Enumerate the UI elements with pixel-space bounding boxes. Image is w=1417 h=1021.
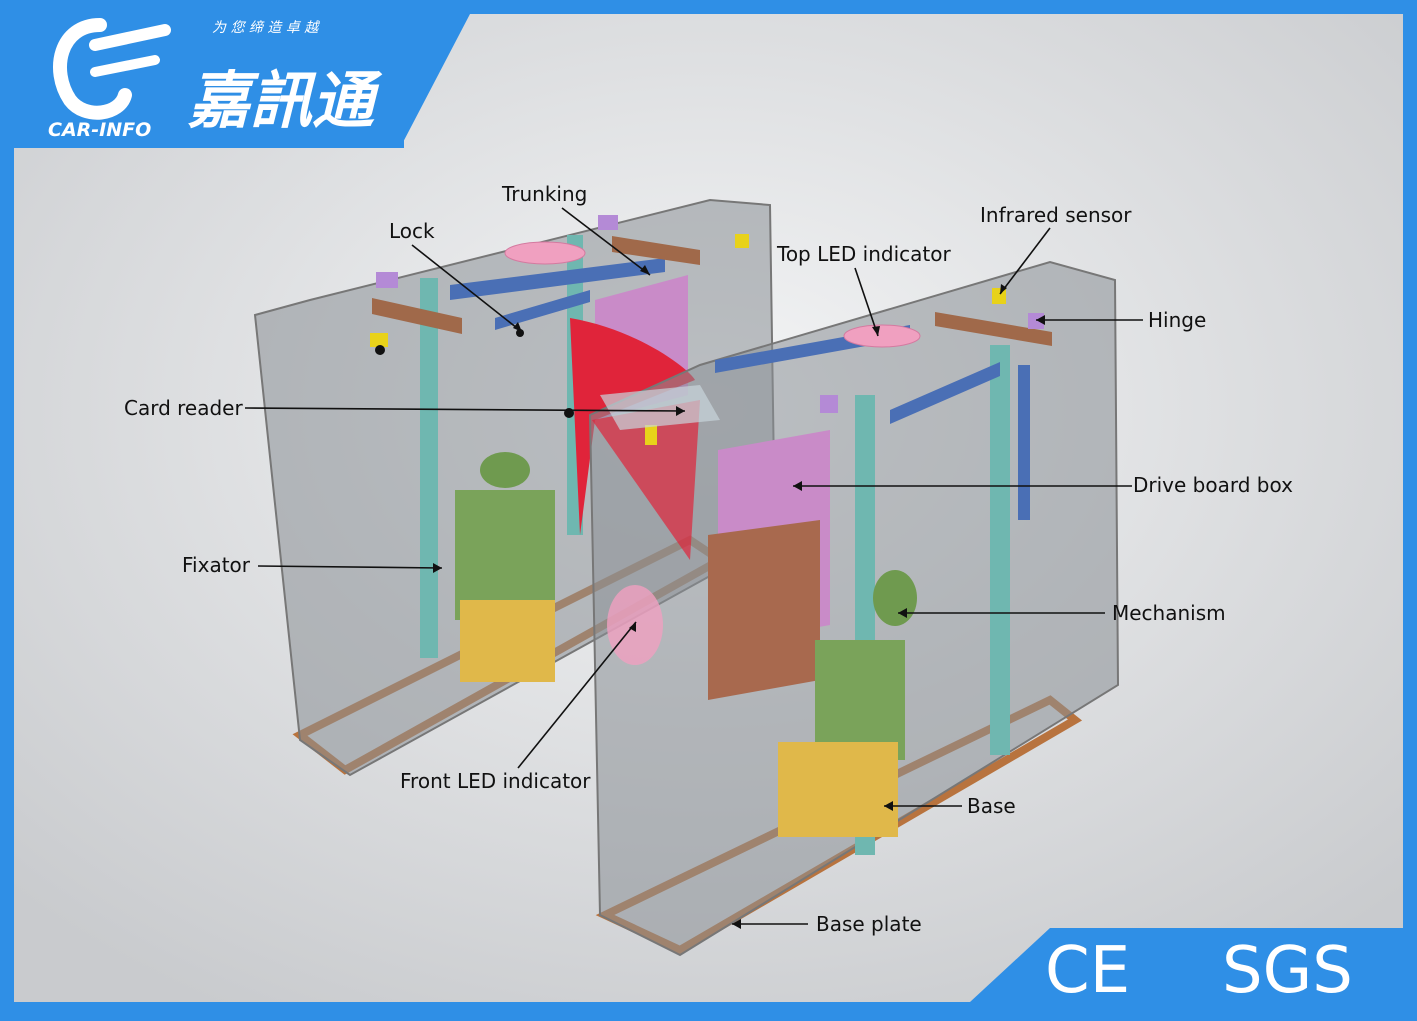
left-mechanism bbox=[455, 490, 555, 620]
label-base: Base bbox=[967, 794, 1016, 818]
left-brace-1 bbox=[372, 298, 462, 334]
callout-arrowheads bbox=[433, 265, 1045, 929]
left-brace-2 bbox=[612, 236, 700, 265]
left-hinge-part-2 bbox=[598, 215, 618, 230]
right-trunking bbox=[890, 362, 1000, 424]
right-trunking-2 bbox=[1018, 365, 1030, 520]
bottom-strip bbox=[0, 1002, 1417, 1017]
left-red-flap bbox=[570, 318, 695, 535]
right-mechanism bbox=[815, 640, 905, 760]
label-mechanism: Mechanism bbox=[1112, 601, 1226, 625]
label-hinge: Hinge bbox=[1148, 308, 1206, 332]
label-trunking: Trunking bbox=[501, 182, 587, 206]
right-motor bbox=[873, 570, 917, 626]
label-card-reader: Card reader bbox=[124, 396, 243, 420]
right-teal-post-2 bbox=[990, 345, 1010, 755]
logo-text: CAR-INFO bbox=[48, 119, 151, 141]
right-brown-board bbox=[708, 520, 820, 700]
left-hinge-part bbox=[376, 272, 398, 288]
left-cabinet bbox=[253, 198, 777, 777]
left-sensor-2 bbox=[735, 234, 749, 248]
certification-band bbox=[970, 928, 1403, 1002]
label-top-led-indicator: Top LED indicator bbox=[776, 242, 951, 266]
label-drive-board-box: Drive board box bbox=[1133, 473, 1293, 497]
right-hinge-part bbox=[1028, 313, 1044, 329]
right-top-led bbox=[843, 324, 921, 348]
card-reader-plate bbox=[600, 385, 720, 430]
right-glass-body bbox=[588, 260, 1120, 957]
label-front-led-indicator: Front LED indicator bbox=[400, 769, 591, 793]
brand-slogan: 为 您 缔 造 卓 越 bbox=[212, 20, 320, 36]
brand-logo-icon bbox=[53, 18, 171, 120]
left-top-led bbox=[504, 241, 586, 265]
right-brace bbox=[935, 312, 1052, 346]
left-sensor bbox=[370, 333, 388, 347]
left-base-block bbox=[460, 600, 555, 682]
header-top-strip bbox=[0, 0, 1403, 148]
ce-mark: CE bbox=[1045, 934, 1130, 1008]
label-infrared-sensor: Infrared sensor bbox=[980, 203, 1132, 227]
right-red-flap bbox=[592, 400, 700, 560]
right-hinge-part-2 bbox=[820, 395, 838, 413]
right-cabinet bbox=[588, 260, 1120, 957]
left-teal-post-1 bbox=[420, 278, 438, 658]
left-trunking-2 bbox=[495, 290, 590, 330]
callout-lines bbox=[244, 207, 1143, 925]
company-name: 嘉訊通 bbox=[188, 64, 383, 137]
label-lock: Lock bbox=[389, 219, 435, 243]
label-base-plate: Base plate bbox=[816, 912, 922, 936]
header-edge bbox=[14, 140, 404, 148]
sgs-mark: SGS bbox=[1222, 934, 1353, 1008]
callout-dots bbox=[375, 329, 574, 418]
right-sensor-2 bbox=[645, 425, 657, 445]
right-base-block bbox=[778, 742, 898, 837]
left-trunking bbox=[450, 258, 665, 300]
left-motor bbox=[480, 452, 530, 488]
label-fixator: Fixator bbox=[182, 553, 251, 577]
